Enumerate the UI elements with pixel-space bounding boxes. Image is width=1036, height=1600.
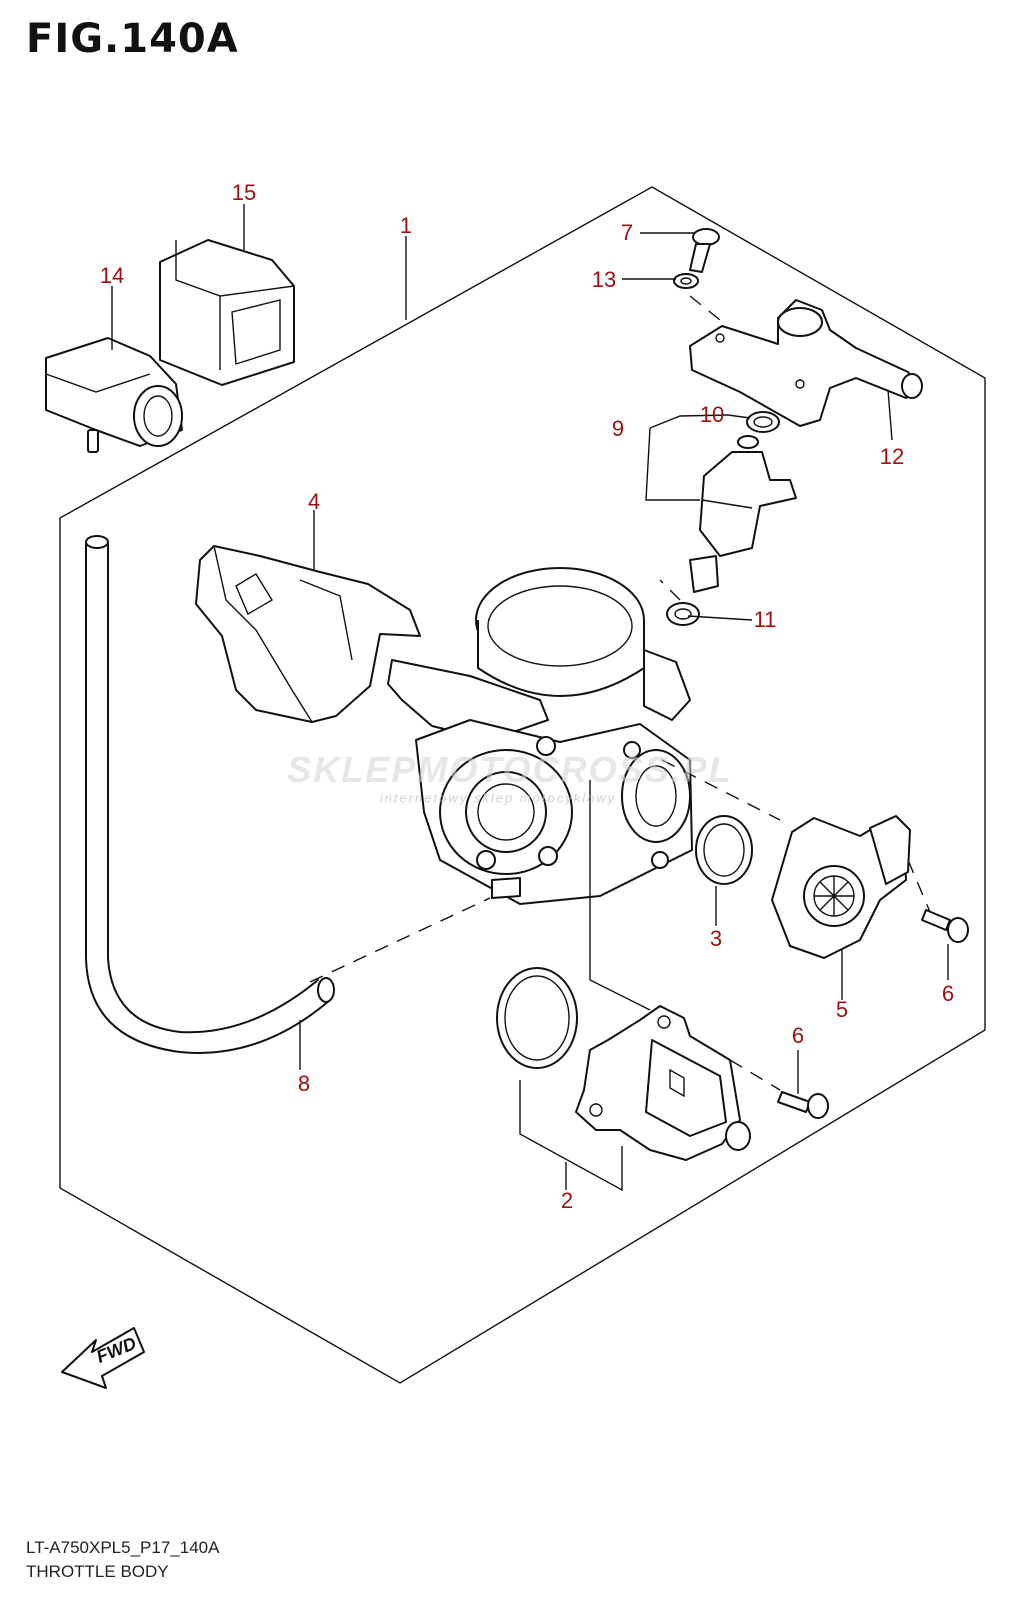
part-3-o-ring — [695, 815, 753, 885]
figure-title: FIG.140A — [26, 16, 239, 62]
model-code: LT-A750XPL5_P17_140A — [26, 1538, 220, 1557]
part-1-throttle-body — [387, 567, 693, 905]
leader-lines — [111, 204, 949, 1192]
callout-9[interactable]: 9 — [611, 416, 625, 441]
callout-2[interactable]: 2 — [560, 1188, 574, 1213]
watermark-sub: internetowy sklep motocyklowy — [379, 790, 617, 806]
part-8-hose — [85, 535, 335, 1054]
watermark-main: SKLEPMOTOCROSS.PL — [287, 749, 733, 790]
part-5-sensor — [771, 815, 911, 959]
section-name: THROTTLE BODY — [26, 1562, 169, 1581]
callout-1[interactable]: 1 — [399, 213, 413, 238]
part-15-coupler — [159, 239, 295, 386]
callout-13[interactable]: 13 — [591, 267, 617, 292]
callout-3[interactable]: 3 — [709, 926, 723, 951]
callout-4[interactable]: 4 — [307, 489, 321, 514]
callout-12[interactable]: 12 — [879, 444, 905, 469]
part-6-bolt-upper — [921, 909, 969, 943]
callout-14[interactable]: 14 — [99, 263, 125, 288]
part-2-idle-control — [496, 967, 751, 1161]
callout-8[interactable]: 8 — [297, 1071, 311, 1096]
callout-10[interactable]: 10 — [699, 402, 725, 427]
part-9-injector — [689, 435, 797, 593]
fwd-arrow-icon — [61, 1327, 145, 1389]
part-11-seal — [666, 602, 700, 626]
callout-5[interactable]: 5 — [835, 997, 849, 1022]
assembly-boundary — [59, 186, 986, 1384]
part-14-connector — [45, 337, 183, 453]
callout-11[interactable]: 11 — [753, 607, 777, 632]
callout-7[interactable]: 7 — [620, 220, 634, 245]
part-13-washer — [673, 273, 699, 289]
part-7-screw — [689, 228, 720, 273]
part-10-o-ring — [746, 411, 780, 433]
part-4-cover — [195, 545, 421, 723]
callout-6-upper[interactable]: 6 — [941, 981, 955, 1006]
part-6-bolt-lower — [777, 1091, 829, 1119]
callout-15[interactable]: 15 — [231, 180, 257, 205]
callout-6-lower[interactable]: 6 — [791, 1023, 805, 1048]
part-12-delivery-pipe — [689, 299, 923, 427]
